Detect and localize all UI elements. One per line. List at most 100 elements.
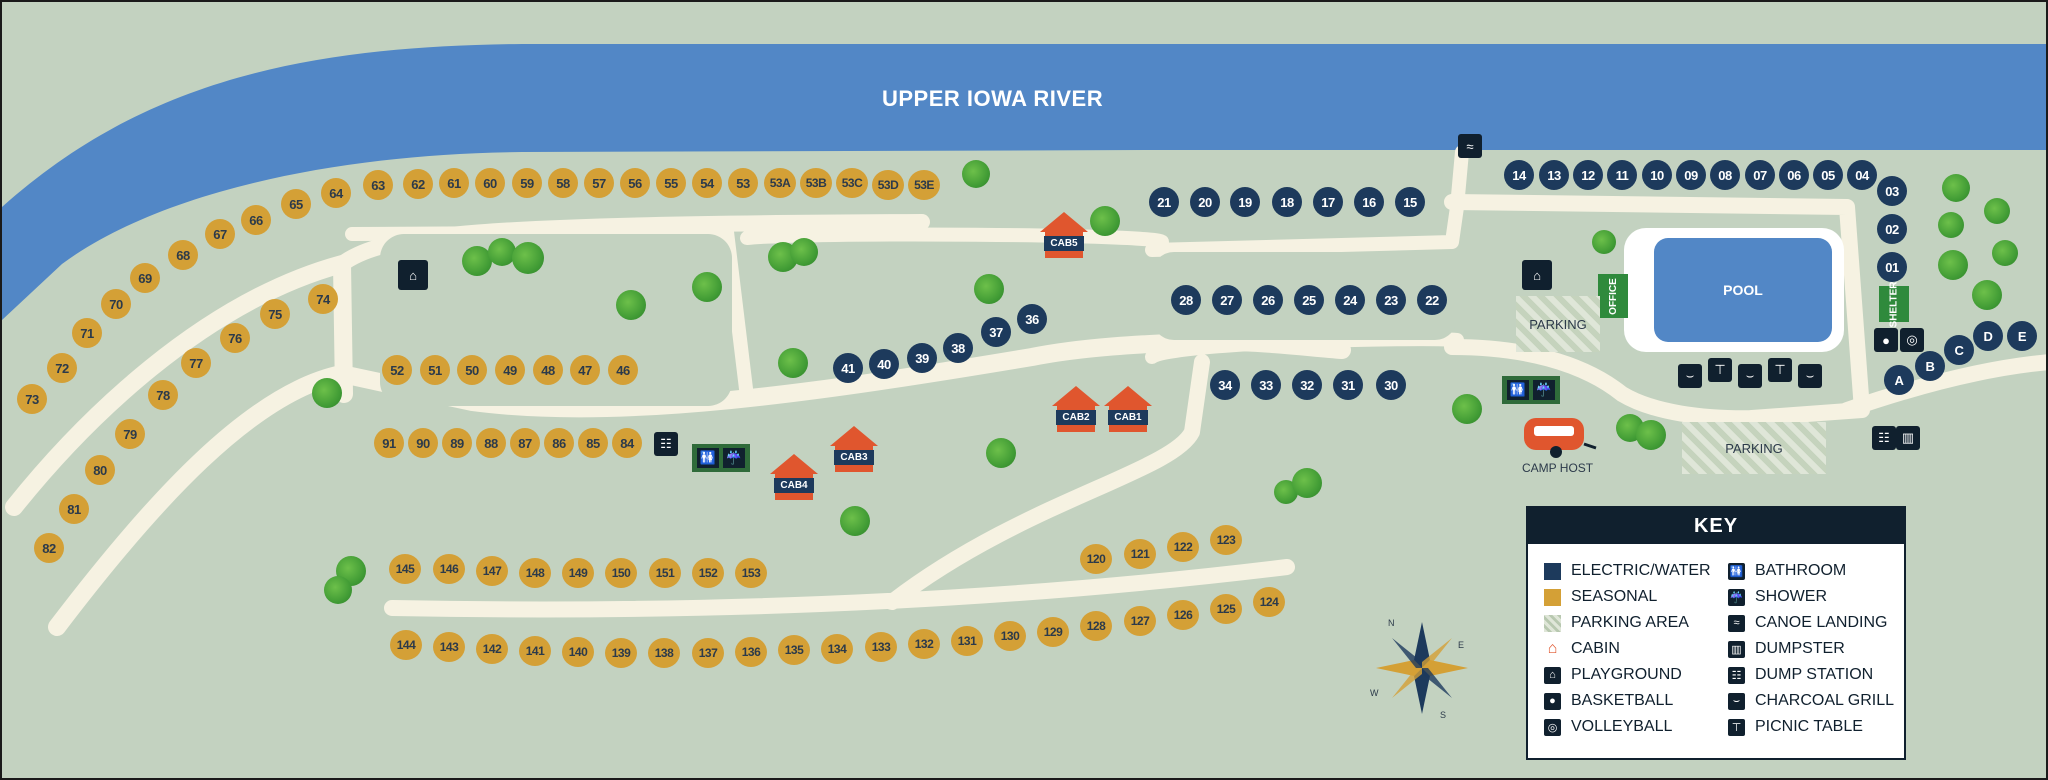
site-seasonal[interactable]: 57	[584, 168, 614, 198]
site-seasonal[interactable]: 86	[544, 428, 574, 458]
site-seasonal[interactable]: 54	[692, 168, 722, 198]
site-seasonal[interactable]: 123	[1210, 525, 1242, 555]
site-seasonal[interactable]: 53E	[908, 170, 940, 200]
site-electric-water[interactable]: 30	[1376, 370, 1406, 400]
picnic-table-icon[interactable]: ⊤	[1708, 358, 1732, 382]
site-seasonal[interactable]: 62	[403, 169, 433, 199]
site-seasonal[interactable]: 148	[519, 558, 551, 588]
site-seasonal[interactable]: 60	[475, 168, 505, 198]
canoe-landing-icon[interactable]: ≈	[1458, 134, 1482, 158]
site-electric-water[interactable]: 27	[1212, 285, 1242, 315]
site-electric-water[interactable]: 16	[1354, 187, 1384, 217]
site-electric-water[interactable]: 14	[1504, 160, 1534, 190]
site-seasonal[interactable]: 129	[1037, 617, 1069, 647]
cabin-2[interactable]: CAB2	[1052, 386, 1100, 432]
site-seasonal[interactable]: 147	[476, 556, 508, 586]
site-electric-water[interactable]: 41	[833, 353, 863, 383]
site-electric-water[interactable]: A	[1884, 365, 1914, 395]
site-seasonal[interactable]: 89	[442, 428, 472, 458]
site-seasonal[interactable]: 58	[548, 168, 578, 198]
site-electric-water[interactable]: 31	[1333, 370, 1363, 400]
site-electric-water[interactable]: 25	[1294, 285, 1324, 315]
site-electric-water[interactable]: C	[1944, 335, 1974, 365]
site-electric-water[interactable]: 06	[1779, 160, 1809, 190]
site-seasonal[interactable]: 53C	[836, 168, 868, 198]
site-seasonal[interactable]: 68	[168, 240, 198, 270]
site-seasonal[interactable]: 84	[612, 428, 642, 458]
site-seasonal[interactable]: 136	[735, 637, 767, 667]
site-seasonal[interactable]: 73	[17, 384, 47, 414]
site-seasonal[interactable]: 144	[390, 630, 422, 660]
site-electric-water[interactable]: 15	[1395, 187, 1425, 217]
site-electric-water[interactable]: 22	[1417, 285, 1447, 315]
site-seasonal[interactable]: 145	[389, 554, 421, 584]
site-seasonal[interactable]: 66	[241, 205, 271, 235]
site-seasonal[interactable]: 125	[1210, 594, 1242, 624]
site-seasonal[interactable]: 47	[570, 355, 600, 385]
site-seasonal[interactable]: 85	[578, 428, 608, 458]
site-seasonal[interactable]: 151	[649, 558, 681, 588]
site-seasonal[interactable]: 90	[408, 428, 438, 458]
site-seasonal[interactable]: 120	[1080, 544, 1112, 574]
site-seasonal[interactable]: 70	[101, 289, 131, 319]
site-seasonal[interactable]: 69	[130, 263, 160, 293]
volleyball-icon[interactable]: ◎	[1900, 328, 1924, 352]
site-seasonal[interactable]: 49	[495, 355, 525, 385]
site-seasonal[interactable]: 139	[605, 638, 637, 668]
site-seasonal[interactable]: 61	[439, 168, 469, 198]
site-seasonal[interactable]: 53B	[800, 168, 832, 198]
site-electric-water[interactable]: D	[1973, 321, 2003, 351]
site-seasonal[interactable]: 140	[562, 637, 594, 667]
site-seasonal[interactable]: 77	[181, 348, 211, 378]
site-seasonal[interactable]: 81	[59, 494, 89, 524]
office-building[interactable]: OFFICE	[1598, 274, 1628, 318]
picnic-table-icon[interactable]: ⊤	[1768, 358, 1792, 382]
site-seasonal[interactable]: 82	[34, 533, 64, 563]
site-seasonal[interactable]: 53A	[764, 168, 796, 198]
site-electric-water[interactable]: 32	[1292, 370, 1322, 400]
site-seasonal[interactable]: 146	[433, 554, 465, 584]
charcoal-grill-icon[interactable]: ⌣	[1678, 364, 1702, 388]
site-seasonal[interactable]: 71	[72, 318, 102, 348]
site-seasonal[interactable]: 53	[728, 168, 758, 198]
site-seasonal[interactable]: 64	[321, 178, 351, 208]
site-seasonal[interactable]: 48	[533, 355, 563, 385]
site-seasonal[interactable]: 88	[476, 428, 506, 458]
site-electric-water[interactable]: 05	[1813, 160, 1843, 190]
site-electric-water[interactable]: B	[1915, 351, 1945, 381]
site-seasonal[interactable]: 75	[260, 299, 290, 329]
site-seasonal[interactable]: 149	[562, 558, 594, 588]
site-electric-water[interactable]: 28	[1171, 285, 1201, 315]
site-seasonal[interactable]: 142	[476, 634, 508, 664]
site-seasonal[interactable]: 132	[908, 629, 940, 659]
site-seasonal[interactable]: 122	[1167, 532, 1199, 562]
site-seasonal[interactable]: 137	[692, 638, 724, 668]
parking-area-north[interactable]: PARKING	[1516, 296, 1600, 352]
site-seasonal[interactable]: 56	[620, 168, 650, 198]
site-electric-water[interactable]: 20	[1190, 187, 1220, 217]
site-electric-water[interactable]: 37	[981, 317, 1011, 347]
site-seasonal[interactable]: 50	[457, 355, 487, 385]
site-seasonal[interactable]: 135	[778, 635, 810, 665]
site-electric-water[interactable]: 38	[943, 333, 973, 363]
site-electric-water[interactable]: 23	[1376, 285, 1406, 315]
site-seasonal[interactable]: 141	[519, 636, 551, 666]
cabin-5[interactable]: CAB5	[1040, 212, 1088, 258]
pool[interactable]: POOL	[1654, 238, 1832, 342]
site-electric-water[interactable]: 03	[1877, 176, 1907, 206]
site-electric-water[interactable]: 12	[1573, 160, 1603, 190]
camp-host-trailer[interactable]	[1522, 414, 1598, 462]
site-seasonal[interactable]: 55	[656, 168, 686, 198]
charcoal-grill-icon[interactable]: ⌣	[1798, 364, 1822, 388]
site-seasonal[interactable]: 65	[281, 189, 311, 219]
site-seasonal[interactable]: 79	[115, 419, 145, 449]
site-seasonal[interactable]: 78	[148, 380, 178, 410]
site-seasonal[interactable]: 150	[605, 558, 637, 588]
site-electric-water[interactable]: 33	[1251, 370, 1281, 400]
site-seasonal[interactable]: 51	[420, 355, 450, 385]
bathroom-shower-west[interactable]: 🚻☔	[692, 444, 750, 472]
site-seasonal[interactable]: 133	[865, 632, 897, 662]
cabin-1[interactable]: CAB1	[1104, 386, 1152, 432]
site-electric-water[interactable]: 18	[1272, 187, 1302, 217]
site-seasonal[interactable]: 152	[692, 558, 724, 588]
